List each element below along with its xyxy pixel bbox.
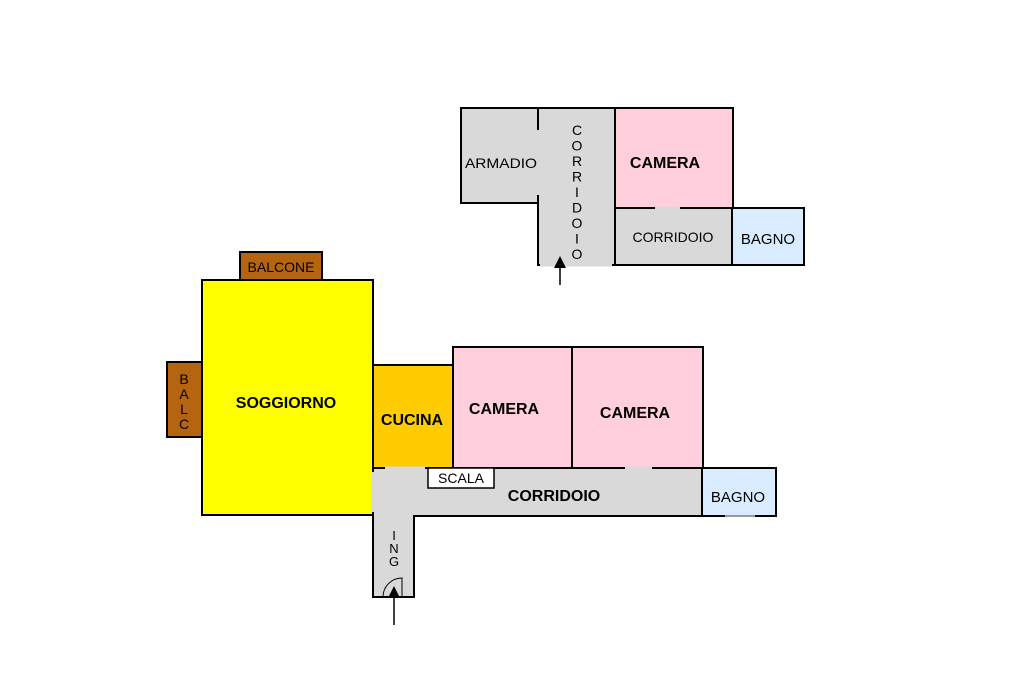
lower-floor: BALCONE BALC SOGGIORNO CUCINA CAMERA CAM… (166, 251, 777, 625)
label-ing-vertical: ING (389, 528, 399, 569)
vertical-letter: I (575, 184, 579, 200)
label-soggiorno: SOGGIORNO (236, 395, 336, 412)
vertical-letter: R (572, 153, 582, 169)
room-camera-2 (571, 346, 704, 469)
label-corridoio-upper: CORRIDOIO (633, 229, 714, 245)
label-corridoio-lower: CORRIDOIO (508, 488, 600, 505)
vertical-letter: A (179, 386, 189, 402)
vertical-letter: I (575, 231, 579, 247)
vertical-letter: B (179, 371, 188, 387)
vertical-letter: D (572, 200, 582, 216)
room-bagno-upper (731, 207, 805, 266)
label-balcone: BALCONE (248, 259, 315, 275)
label-corridoio-vertical: CORRIDOIO (572, 122, 583, 262)
vertical-letter: N (389, 541, 398, 556)
label-scala: SCALA (438, 470, 485, 486)
label-camera-2: CAMERA (600, 405, 671, 422)
label-balc-vertical: BALC (179, 371, 189, 432)
room-bagno-lower (701, 467, 777, 517)
label-cucina: CUCINA (381, 412, 444, 429)
label-armadio: ARMADIO (465, 155, 537, 171)
vertical-letter: G (389, 554, 399, 569)
vertical-letter: R (572, 169, 582, 185)
label-bagno-upper: BAGNO (741, 231, 795, 248)
vertical-letter: O (572, 246, 583, 262)
vertical-letter: L (180, 401, 188, 417)
label-camera-1: CAMERA (469, 401, 540, 418)
label-camera-upper: CAMERA (630, 155, 701, 172)
vertical-letter: I (392, 528, 396, 543)
room-corridoio-vertical (537, 107, 616, 266)
room-balcone (239, 251, 323, 281)
upper-floor: ARMADIO CORRIDOIO CAMERA CORRIDOIO BAGNO (460, 107, 805, 285)
vertical-letter: O (572, 138, 583, 154)
label-bagno-lower: BAGNO (711, 489, 765, 506)
vertical-letter: C (179, 416, 189, 432)
entry-door-swing (382, 577, 403, 598)
room-camera-upper (614, 107, 734, 209)
room-armadio (460, 107, 539, 204)
scala-box (427, 467, 495, 489)
room-soggiorno (201, 279, 374, 516)
vertical-letter: O (572, 215, 583, 231)
vertical-letter: C (572, 122, 582, 138)
